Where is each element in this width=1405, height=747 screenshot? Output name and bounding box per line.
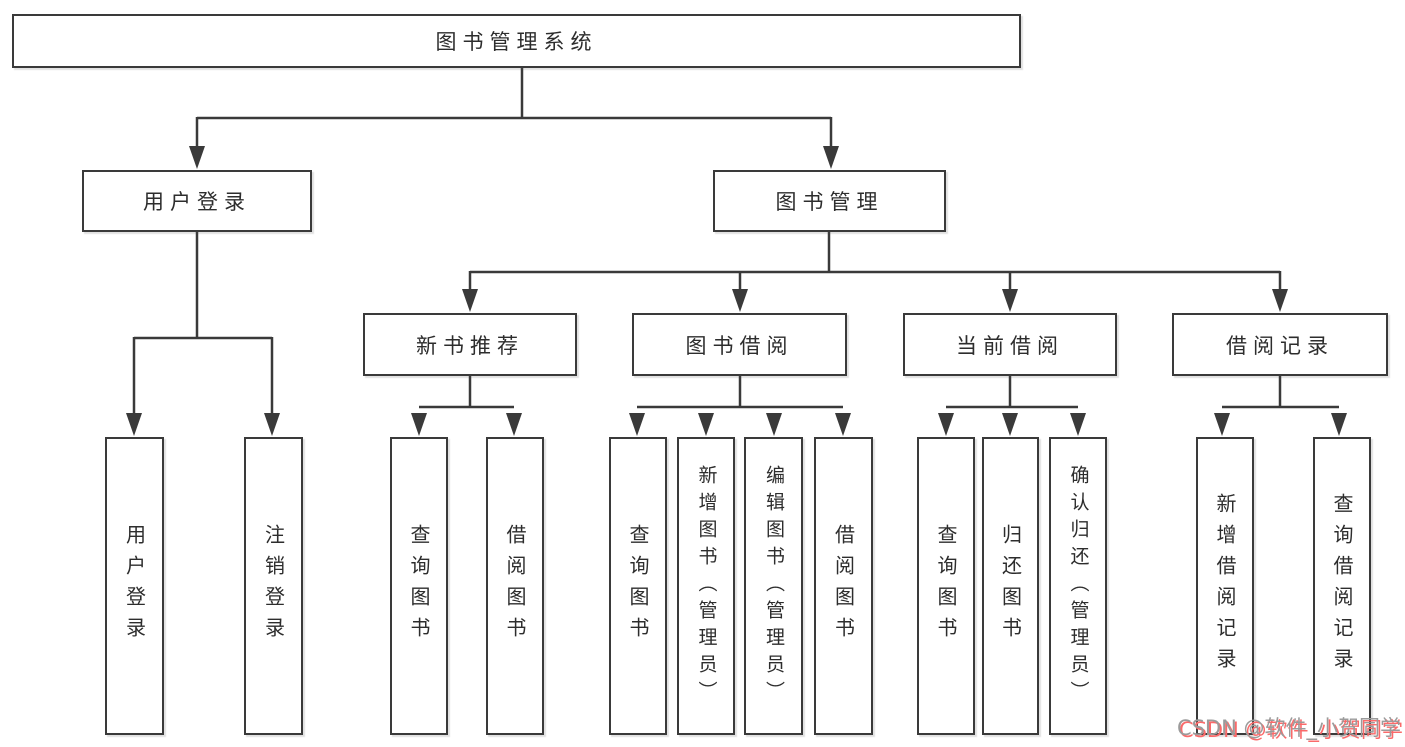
leaf-edit-books-admin-label: 编辑图书（管理员） xyxy=(763,464,785,708)
node-library-system-label: 图书管理系统 xyxy=(435,30,598,54)
leaf-current-query-books-label: 查询图书 xyxy=(934,524,958,648)
leaf-add-borrow-record: 新增借阅记录 xyxy=(1196,437,1254,735)
node-book-management-label: 图书管理 xyxy=(775,190,884,214)
leaf-query-borrow-record-label: 查询借阅记录 xyxy=(1330,493,1354,679)
leaf-edit-books-admin: 编辑图书（管理员） xyxy=(744,437,803,735)
leaf-confirm-return-admin: 确认归还（管理员） xyxy=(1049,437,1107,735)
leaf-add-books-admin: 新增图书（管理员） xyxy=(677,437,735,735)
leaf-recommend-borrow-books: 借阅图书 xyxy=(486,437,544,735)
leaf-borrow-query-books: 查询图书 xyxy=(609,437,667,735)
node-book-borrowing-label: 图书借阅 xyxy=(685,333,794,358)
leaf-borrow-query-books-label: 查询图书 xyxy=(626,524,650,648)
node-borrowing-records-label: 借阅记录 xyxy=(1226,333,1334,358)
leaf-recommend-borrow-books-label: 借阅图书 xyxy=(503,524,527,648)
node-new-book-recommendation: 新书推荐 xyxy=(363,313,577,376)
node-current-borrowing: 当前借阅 xyxy=(903,313,1117,376)
node-book-borrowing: 图书借阅 xyxy=(632,313,847,376)
leaf-borrow-books-label: 借阅图书 xyxy=(831,524,856,648)
leaf-logout-label: 注销登录 xyxy=(261,524,286,648)
csdn-watermark: CSDN @软件_小贺同学 xyxy=(1176,716,1401,740)
node-current-borrowing-label: 当前借阅 xyxy=(956,333,1064,358)
leaf-return-books-label: 归还图书 xyxy=(998,524,1023,648)
leaf-recommend-query-books-label: 查询图书 xyxy=(407,524,431,648)
leaf-add-books-admin-label: 新增图书（管理员） xyxy=(695,464,718,708)
leaf-current-query-books: 查询图书 xyxy=(917,437,975,735)
leaf-add-borrow-record-label: 新增借阅记录 xyxy=(1213,493,1237,679)
node-user-login-label: 用户登录 xyxy=(143,190,251,214)
leaf-logout: 注销登录 xyxy=(244,437,303,735)
leaf-return-books: 归还图书 xyxy=(982,437,1039,735)
node-book-management: 图书管理 xyxy=(713,170,946,232)
leaf-confirm-return-admin-label: 确认归还（管理员） xyxy=(1067,464,1090,708)
node-new-book-recommendation-label: 新书推荐 xyxy=(416,333,524,358)
leaf-user-login: 用户登录 xyxy=(105,437,164,735)
leaf-query-borrow-record: 查询借阅记录 xyxy=(1313,437,1371,735)
leaf-user-login-label: 用户登录 xyxy=(122,524,147,648)
leaf-borrow-books: 借阅图书 xyxy=(814,437,873,735)
node-library-system: 图书管理系统 xyxy=(12,14,1021,68)
node-borrowing-records: 借阅记录 xyxy=(1172,313,1388,376)
node-user-login: 用户登录 xyxy=(82,170,312,232)
leaf-recommend-query-books: 查询图书 xyxy=(390,437,448,735)
